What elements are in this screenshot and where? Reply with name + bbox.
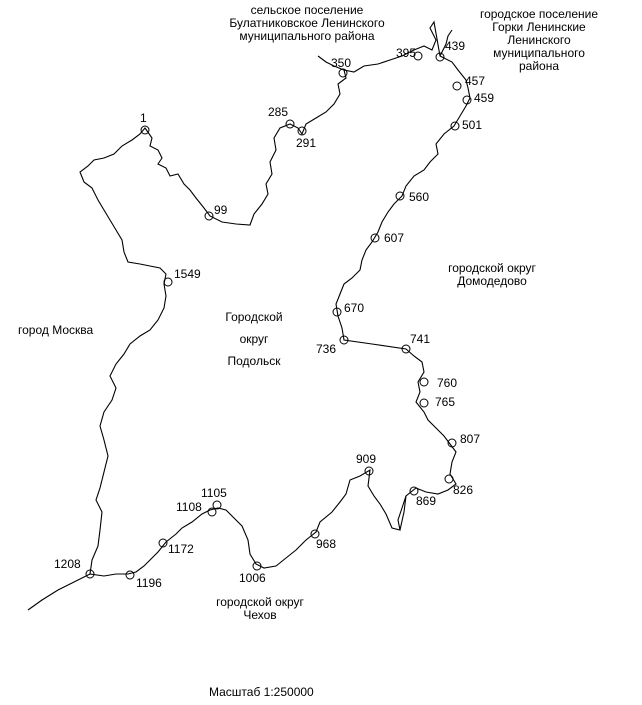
point-label-501: 501 bbox=[462, 118, 483, 132]
point-label-1: 1 bbox=[140, 111, 147, 125]
point-label-285: 285 bbox=[268, 105, 289, 119]
point-label-741: 741 bbox=[410, 332, 431, 346]
point-marker-285 bbox=[285, 119, 295, 129]
point-label-670: 670 bbox=[344, 301, 365, 315]
point-marker-1172 bbox=[158, 538, 168, 548]
point-marker-1196 bbox=[125, 570, 135, 580]
point-label-765: 765 bbox=[435, 395, 456, 409]
point-label-760: 760 bbox=[437, 376, 458, 390]
point-marker-459 bbox=[462, 95, 472, 105]
boundary-branch-south-west bbox=[27, 573, 91, 611]
point-marker-1006 bbox=[252, 561, 262, 571]
point-marker-291 bbox=[297, 126, 307, 136]
point-marker-765 bbox=[419, 398, 429, 408]
region-label-gorki-leninskie: городское поселение Горки Ленинские Лени… bbox=[479, 7, 599, 73]
point-marker-760 bbox=[419, 377, 429, 387]
point-label-1196: 1196 bbox=[136, 576, 162, 590]
region-label-moscow: город Москва bbox=[18, 323, 94, 337]
point-marker-741 bbox=[401, 344, 411, 354]
point-label-1208: 1208 bbox=[54, 557, 81, 571]
scale-label: Масштаб 1:250000 bbox=[209, 685, 314, 699]
point-label-869: 869 bbox=[416, 494, 437, 508]
point-label-968: 968 bbox=[316, 537, 337, 551]
point-marker-807 bbox=[447, 438, 457, 448]
boundary-branch-north-east bbox=[439, 29, 453, 57]
point-marker-1549 bbox=[163, 277, 173, 287]
boundary-branch-south-east bbox=[399, 495, 407, 531]
region-label-podolsk: Городской округ Подольск bbox=[225, 310, 283, 368]
point-marker-607 bbox=[370, 233, 380, 243]
point-label-607: 607 bbox=[384, 231, 405, 245]
point-label-350: 350 bbox=[331, 56, 352, 70]
point-label-99: 99 bbox=[214, 203, 228, 217]
point-marker-670 bbox=[332, 307, 342, 317]
point-label-1549: 1549 bbox=[174, 267, 201, 281]
boundary-branch-north bbox=[317, 55, 345, 71]
point-label-1108: 1108 bbox=[176, 500, 202, 514]
point-marker-1105 bbox=[212, 500, 222, 510]
point-marker-1 bbox=[140, 125, 150, 135]
point-marker-1108 bbox=[207, 507, 217, 517]
point-marker-457 bbox=[452, 81, 462, 91]
point-marker-99 bbox=[204, 211, 214, 221]
point-label-560: 560 bbox=[409, 190, 430, 204]
point-label-909: 909 bbox=[356, 452, 377, 466]
point-label-459: 459 bbox=[474, 91, 495, 105]
point-marker-350 bbox=[338, 68, 348, 78]
point-label-1006: 1006 bbox=[239, 571, 266, 585]
point-marker-395 bbox=[413, 51, 423, 61]
point-marker-826 bbox=[444, 474, 454, 484]
district-boundary bbox=[79, 20, 471, 577]
region-label-chekhov: городской округ Чехов bbox=[216, 595, 304, 622]
point-label-826: 826 bbox=[453, 483, 474, 497]
point-label-736: 736 bbox=[316, 342, 337, 356]
point-marker-736 bbox=[339, 335, 349, 345]
region-label-bulatnikovskoe: сельское поселение Булатниковское Ленинс… bbox=[229, 3, 385, 43]
point-marker-501 bbox=[450, 121, 460, 131]
region-label-domodedovo: городской округ Домодедово bbox=[448, 261, 536, 288]
point-marker-909 bbox=[364, 466, 374, 476]
point-label-807: 807 bbox=[460, 432, 481, 446]
point-markers bbox=[85, 51, 472, 580]
point-label-291: 291 bbox=[296, 136, 317, 150]
point-marker-439 bbox=[435, 52, 445, 62]
point-marker-1208 bbox=[85, 569, 95, 579]
point-label-1105: 1105 bbox=[201, 486, 227, 500]
point-label-395: 395 bbox=[396, 46, 417, 60]
point-marker-560 bbox=[395, 191, 405, 201]
point-label-439: 439 bbox=[445, 39, 466, 53]
point-label-1172: 1172 bbox=[168, 542, 194, 556]
point-marker-968 bbox=[310, 529, 320, 539]
point-label-457: 457 bbox=[465, 74, 486, 88]
point-marker-869 bbox=[409, 486, 419, 496]
